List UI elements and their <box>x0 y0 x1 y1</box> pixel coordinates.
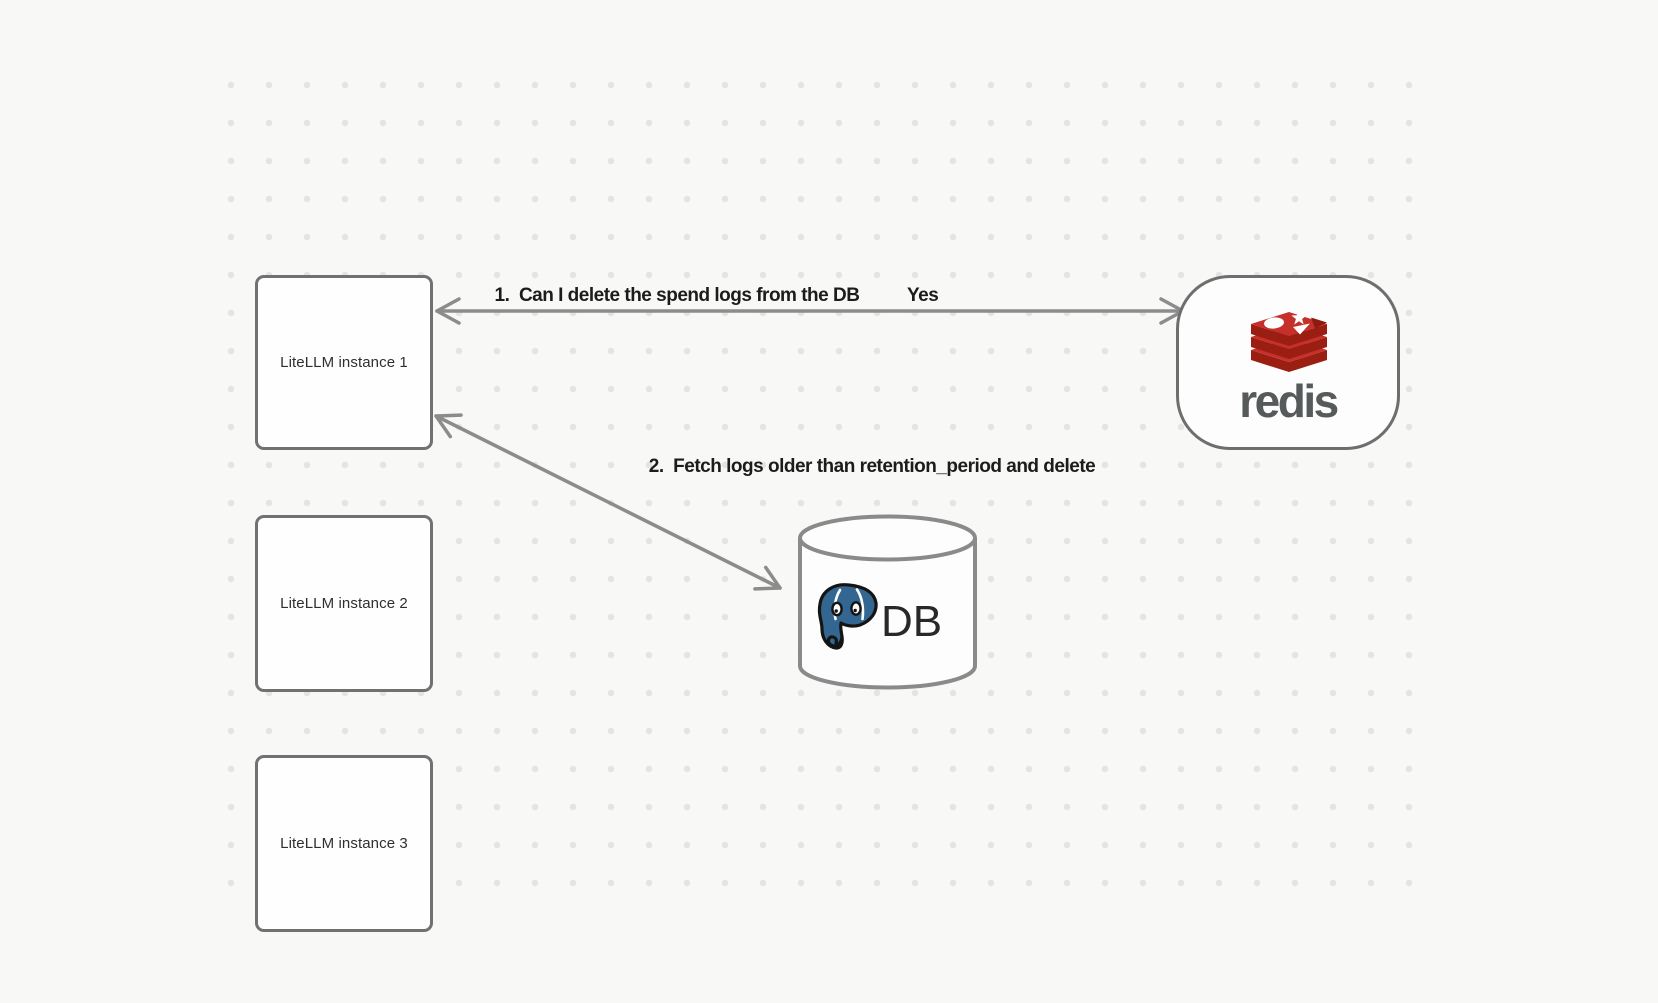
redis-logo-icon <box>1251 310 1327 372</box>
node-litellm-instance-1[interactable]: LiteLLM instance 1 <box>255 275 433 450</box>
node-litellm-instance-3[interactable]: LiteLLM instance 3 <box>255 755 433 932</box>
node-redis[interactable]: redis <box>1176 275 1400 450</box>
database-label: DB <box>881 597 943 646</box>
arrow-fetch-and-delete[interactable] <box>434 413 782 591</box>
node-label: LiteLLM instance 1 <box>280 354 408 371</box>
node-label: LiteLLM instance 2 <box>280 595 408 612</box>
arrow-1-label[interactable]: 1. Can I delete the spend logs from the … <box>494 285 860 306</box>
arrow-1-response-label[interactable]: Yes <box>907 285 939 306</box>
node-litellm-instance-2[interactable]: LiteLLM instance 2 <box>255 515 433 692</box>
postgresql-elephant-icon <box>817 583 878 650</box>
redis-wordmark: redis <box>1239 375 1339 427</box>
arrow-2-label[interactable]: 2. Fetch logs older than retention_perio… <box>648 456 1096 477</box>
node-database[interactable]: DB <box>796 513 979 693</box>
node-label: LiteLLM instance 3 <box>280 835 408 852</box>
database-cylinder-shape <box>798 514 977 690</box>
